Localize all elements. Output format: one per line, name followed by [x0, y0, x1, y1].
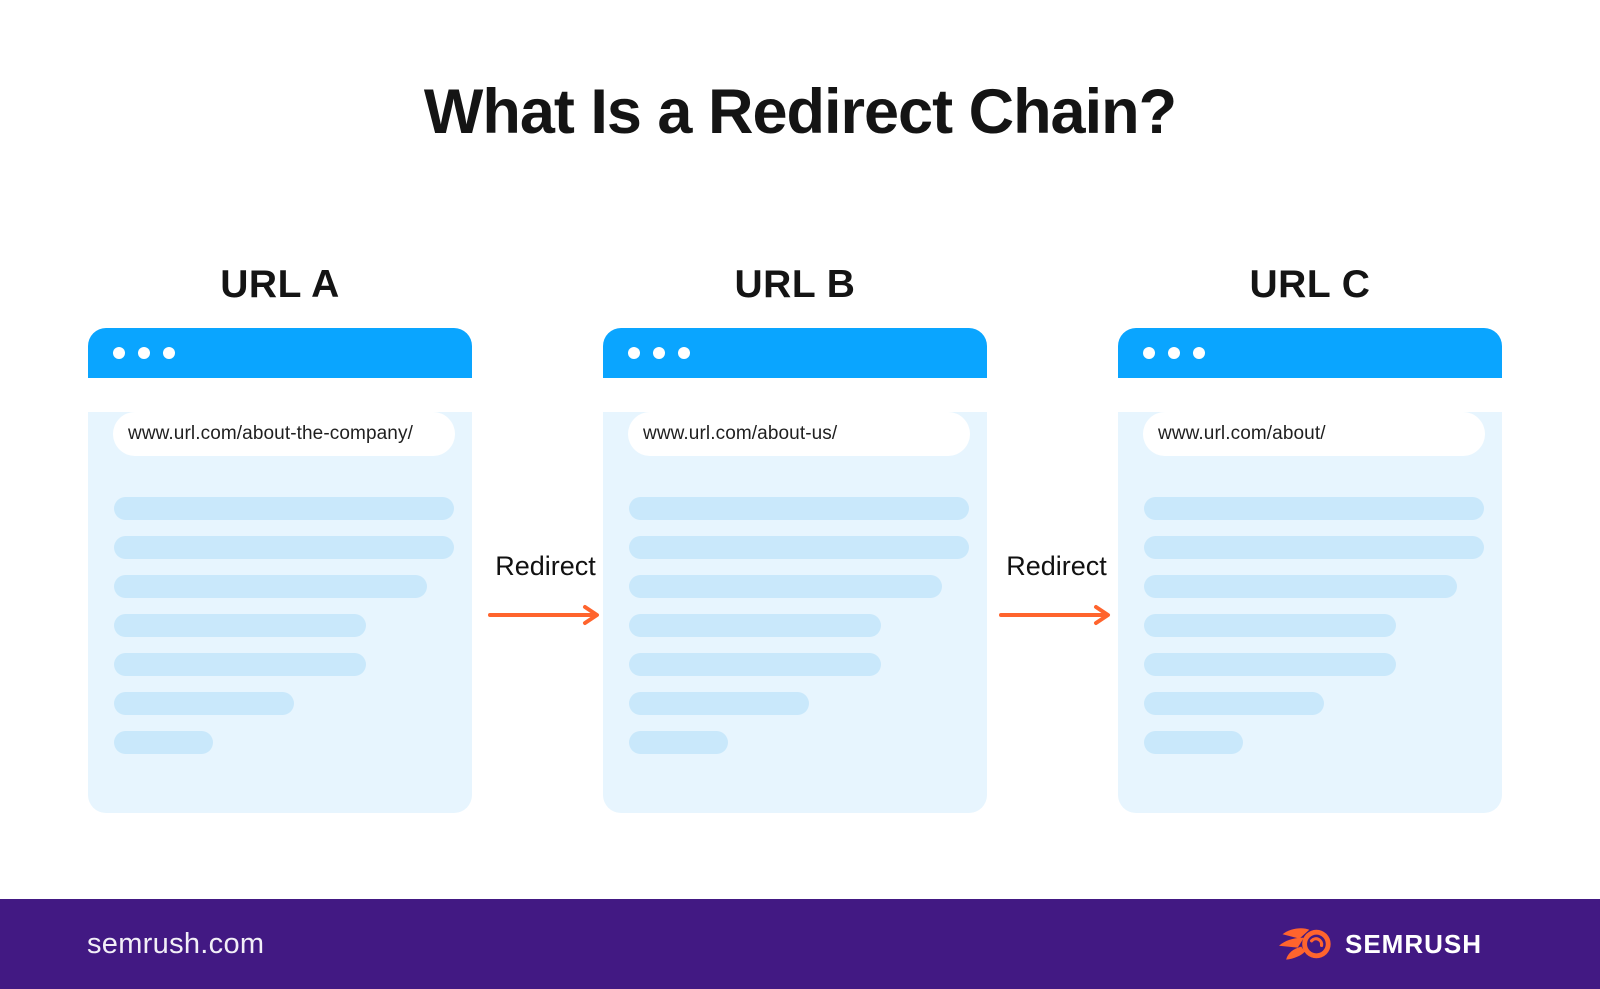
browser-window: www.url.com/about/	[1118, 328, 1502, 813]
window-dot-icon	[163, 347, 175, 359]
url-text: www.url.com/about-us/	[643, 423, 838, 444]
redirect-label: Redirect	[1006, 551, 1107, 581]
placeholder-line	[114, 653, 366, 676]
placeholder-line	[114, 536, 454, 559]
placeholder-line	[629, 575, 942, 598]
window-dot-icon	[678, 347, 690, 359]
url-b-label: URL B	[734, 263, 856, 306]
browser-body: www.url.com/about-us/	[603, 412, 987, 813]
placeholder-line	[1144, 692, 1325, 715]
placeholder-content	[629, 497, 969, 754]
url-bar: www.url.com/about-the-company/	[113, 412, 455, 456]
url-a-label: URL A	[220, 263, 340, 306]
placeholder-content	[1144, 497, 1484, 754]
window-dot-icon	[653, 347, 665, 359]
browser-window: www.url.com/about-the-company/	[88, 328, 472, 813]
placeholder-line	[629, 614, 881, 637]
url-c-label: URL C	[1249, 263, 1371, 306]
placeholder-line	[1144, 614, 1396, 637]
url-text: www.url.com/about/	[1158, 423, 1326, 444]
placeholder-line	[1144, 536, 1484, 559]
placeholder-line	[629, 692, 810, 715]
window-dot-icon	[1168, 347, 1180, 359]
placeholder-line	[1144, 575, 1457, 598]
placeholder-line	[114, 575, 427, 598]
placeholder-line	[1144, 653, 1396, 676]
placeholder-line	[114, 692, 295, 715]
right-arrow-icon	[487, 605, 599, 625]
browser-titlebar	[88, 328, 472, 378]
right-arrow-icon	[998, 605, 1110, 625]
semrush-flame-icon	[1278, 928, 1331, 960]
window-dot-icon	[1143, 347, 1155, 359]
url-bar: www.url.com/about-us/	[628, 412, 970, 456]
redirect-step-2: Redirect	[991, 550, 1122, 626]
placeholder-line	[629, 536, 969, 559]
placeholder-line	[629, 497, 969, 520]
browser-window: www.url.com/about-us/	[603, 328, 987, 813]
placeholder-line	[114, 497, 454, 520]
placeholder-line	[629, 653, 881, 676]
redirect-label: Redirect	[495, 551, 596, 581]
browser-titlebar	[1118, 328, 1502, 378]
url-c-group: URL C www.url.com/about/	[1118, 262, 1502, 813]
placeholder-line	[629, 731, 728, 754]
browser-titlebar	[603, 328, 987, 378]
placeholder-line	[114, 731, 213, 754]
placeholder-line	[1144, 731, 1243, 754]
window-dot-icon	[1193, 347, 1205, 359]
window-dot-icon	[628, 347, 640, 359]
url-b-group: URL B www.url.com/about-us/	[603, 262, 987, 813]
placeholder-line	[114, 614, 366, 637]
url-bar: www.url.com/about/	[1143, 412, 1485, 456]
footer-site-url: semrush.com	[87, 927, 265, 960]
placeholder-line	[1144, 497, 1484, 520]
window-dot-icon	[113, 347, 125, 359]
placeholder-content	[114, 497, 454, 754]
url-text: www.url.com/about-the-company/	[128, 423, 413, 444]
browser-body: www.url.com/about-the-company/	[88, 412, 472, 813]
url-a-group: URL A www.url.com/about-the-company/	[88, 262, 472, 813]
brand-logo: SEMRUSH	[1278, 926, 1482, 962]
redirect-step-1: Redirect	[480, 550, 611, 626]
brand-wordmark: SEMRUSH	[1344, 928, 1482, 959]
browser-body: www.url.com/about/	[1118, 412, 1502, 813]
window-dot-icon	[138, 347, 150, 359]
page-title: What Is a Redirect Chain?	[423, 77, 1177, 147]
footer-bar: semrush.com SEMRUSH	[0, 899, 1600, 989]
